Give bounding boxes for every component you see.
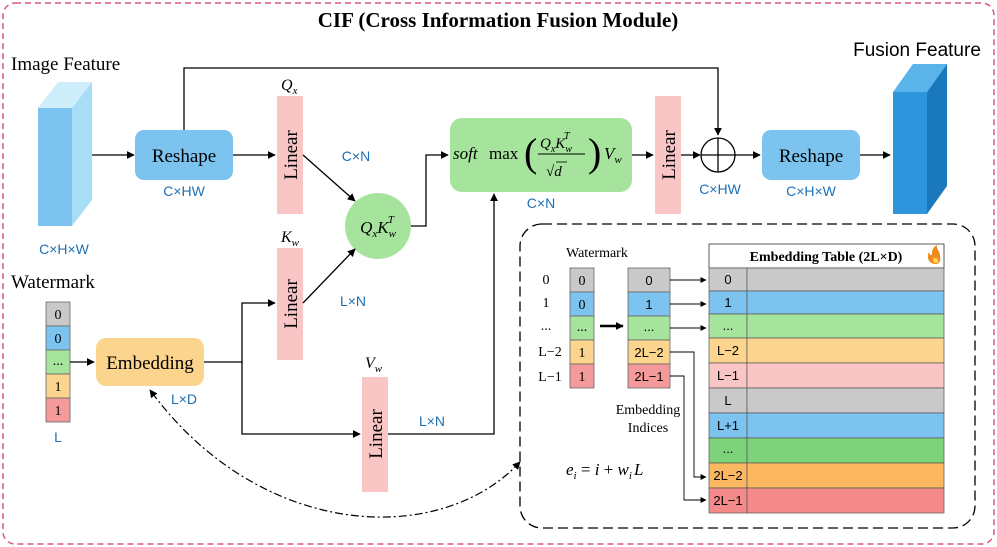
linear-k-box [277, 248, 303, 360]
position-label: ... [541, 319, 552, 334]
k-symbol: Kw [280, 229, 300, 249]
attention-dims: C×N [527, 195, 555, 211]
inset-positions: 0 1 ... L−2 L−1 [538, 273, 561, 385]
table-row-label: ... [723, 441, 734, 456]
table-row-label: L−2 [717, 343, 739, 358]
fusion-feature-label: Fusion Feature [853, 40, 981, 61]
index-value: 2L−2 [634, 345, 663, 360]
inset-frame [519, 223, 976, 529]
svg-text:√d: √d [546, 164, 562, 180]
embedding-indices: 0 1 ... 2L−2 2L−1 [627, 267, 671, 389]
arrow-q-to-product [302, 154, 356, 202]
table-rows [708, 267, 945, 514]
inset-bits: 0 0 ... 1 1 [569, 267, 595, 389]
table-row-label: 2L−2 [713, 468, 742, 483]
inset-bit: 1 [579, 346, 586, 361]
fire-icon [927, 245, 941, 264]
inset-watermark-label: Watermark [566, 246, 628, 261]
inset-bit: 0 [579, 298, 586, 313]
reshape-out-label: Reshape [779, 146, 843, 167]
table-row-labels: 0 1 ... L−2 L−1 L L+1 ... 2L−2 2L−1 [713, 272, 742, 508]
svg-text:soft: soft [453, 144, 479, 163]
linear-k-label: Linear [281, 279, 302, 329]
watermark-bit: ... [53, 354, 64, 369]
embedding-table: Embedding Table (2L×D) [708, 243, 945, 514]
index-value: 2L−1 [634, 369, 663, 384]
watermark-bit: 1 [55, 380, 62, 395]
position-label: 1 [543, 296, 550, 311]
linear-out-box [655, 96, 681, 214]
reshape-in-box [135, 130, 233, 180]
arrow-k-to-product [302, 248, 356, 304]
reshape-in-dims: C×HW [163, 183, 205, 199]
watermark-bits: 0 0 ... 1 1 [45, 301, 71, 423]
add-node [700, 137, 736, 173]
watermark-bit: 1 [55, 404, 62, 419]
svg-text:(: ( [524, 130, 537, 175]
table-row-label: 0 [724, 272, 731, 287]
index-value: 1 [645, 297, 652, 312]
embedding-label: Embedding [106, 353, 194, 374]
qk-product-node [345, 193, 411, 259]
inset-bit: ... [577, 320, 588, 335]
table-row-label: L+1 [717, 418, 739, 433]
inset-bit: 0 [579, 274, 586, 289]
image-feature-tensor [38, 82, 92, 226]
reshape-out-box [762, 130, 860, 180]
index-value: 0 [645, 273, 652, 288]
softmax-box [450, 118, 632, 192]
arrow-product-to-softmax [411, 151, 449, 227]
svg-text:max: max [489, 144, 519, 163]
position-label: 0 [543, 273, 550, 288]
embedding-table-title: Embedding Table (2L×D) [750, 250, 903, 265]
embedding-dims: L×D [171, 391, 197, 407]
linear-v-label: Linear [366, 409, 387, 459]
arrow-embedding-to-linear-k [204, 299, 276, 363]
watermark-bit: 0 [55, 308, 62, 323]
qk-product-label: QxKwT [360, 214, 397, 240]
indices-caption-line2: Indices [628, 421, 668, 436]
position-label: L−1 [538, 370, 561, 385]
index-value: ... [644, 319, 655, 334]
svg-text:): ) [588, 130, 601, 175]
image-feature-label: Image Feature [11, 54, 120, 75]
q-dims: C×N [342, 148, 370, 164]
skip-connection [183, 67, 722, 136]
arrow-embedding-to-linear-v [241, 362, 361, 438]
v-symbol: Vw [365, 355, 383, 375]
watermark-label: Watermark [11, 272, 95, 293]
k-dims: L×N [340, 293, 366, 309]
position-label: L−2 [538, 345, 561, 360]
fusion-feature-tensor [893, 64, 947, 214]
indices-caption-line1: Embedding [616, 403, 681, 418]
q-symbol: Qx [281, 77, 298, 97]
table-row-label: L [724, 393, 731, 408]
table-row-label: L−1 [717, 368, 739, 383]
image-feature-dims: C×H×W [39, 241, 90, 257]
inset-bit: 1 [579, 370, 586, 385]
linear-q-label: Linear [281, 130, 302, 180]
table-row-label: 2L−1 [713, 493, 742, 508]
post-linear-dims: C×HW [699, 181, 741, 197]
v-dims: L×N [419, 413, 445, 429]
index-connectors [670, 277, 707, 503]
linear-out-label: Linear [659, 130, 680, 180]
linear-q-box [277, 96, 303, 214]
page-title: CIF (Cross Information Fusion Module) [318, 8, 679, 32]
watermark-length: L [54, 429, 62, 445]
reshape-out-dims: C×H×W [786, 183, 837, 199]
embedding-box [96, 338, 204, 386]
reshape-in-label: Reshape [152, 146, 216, 167]
table-row-label: 1 [724, 295, 731, 310]
watermark-bit: 0 [55, 332, 62, 347]
table-row-label: ... [723, 318, 734, 333]
zoom-link [149, 389, 521, 518]
